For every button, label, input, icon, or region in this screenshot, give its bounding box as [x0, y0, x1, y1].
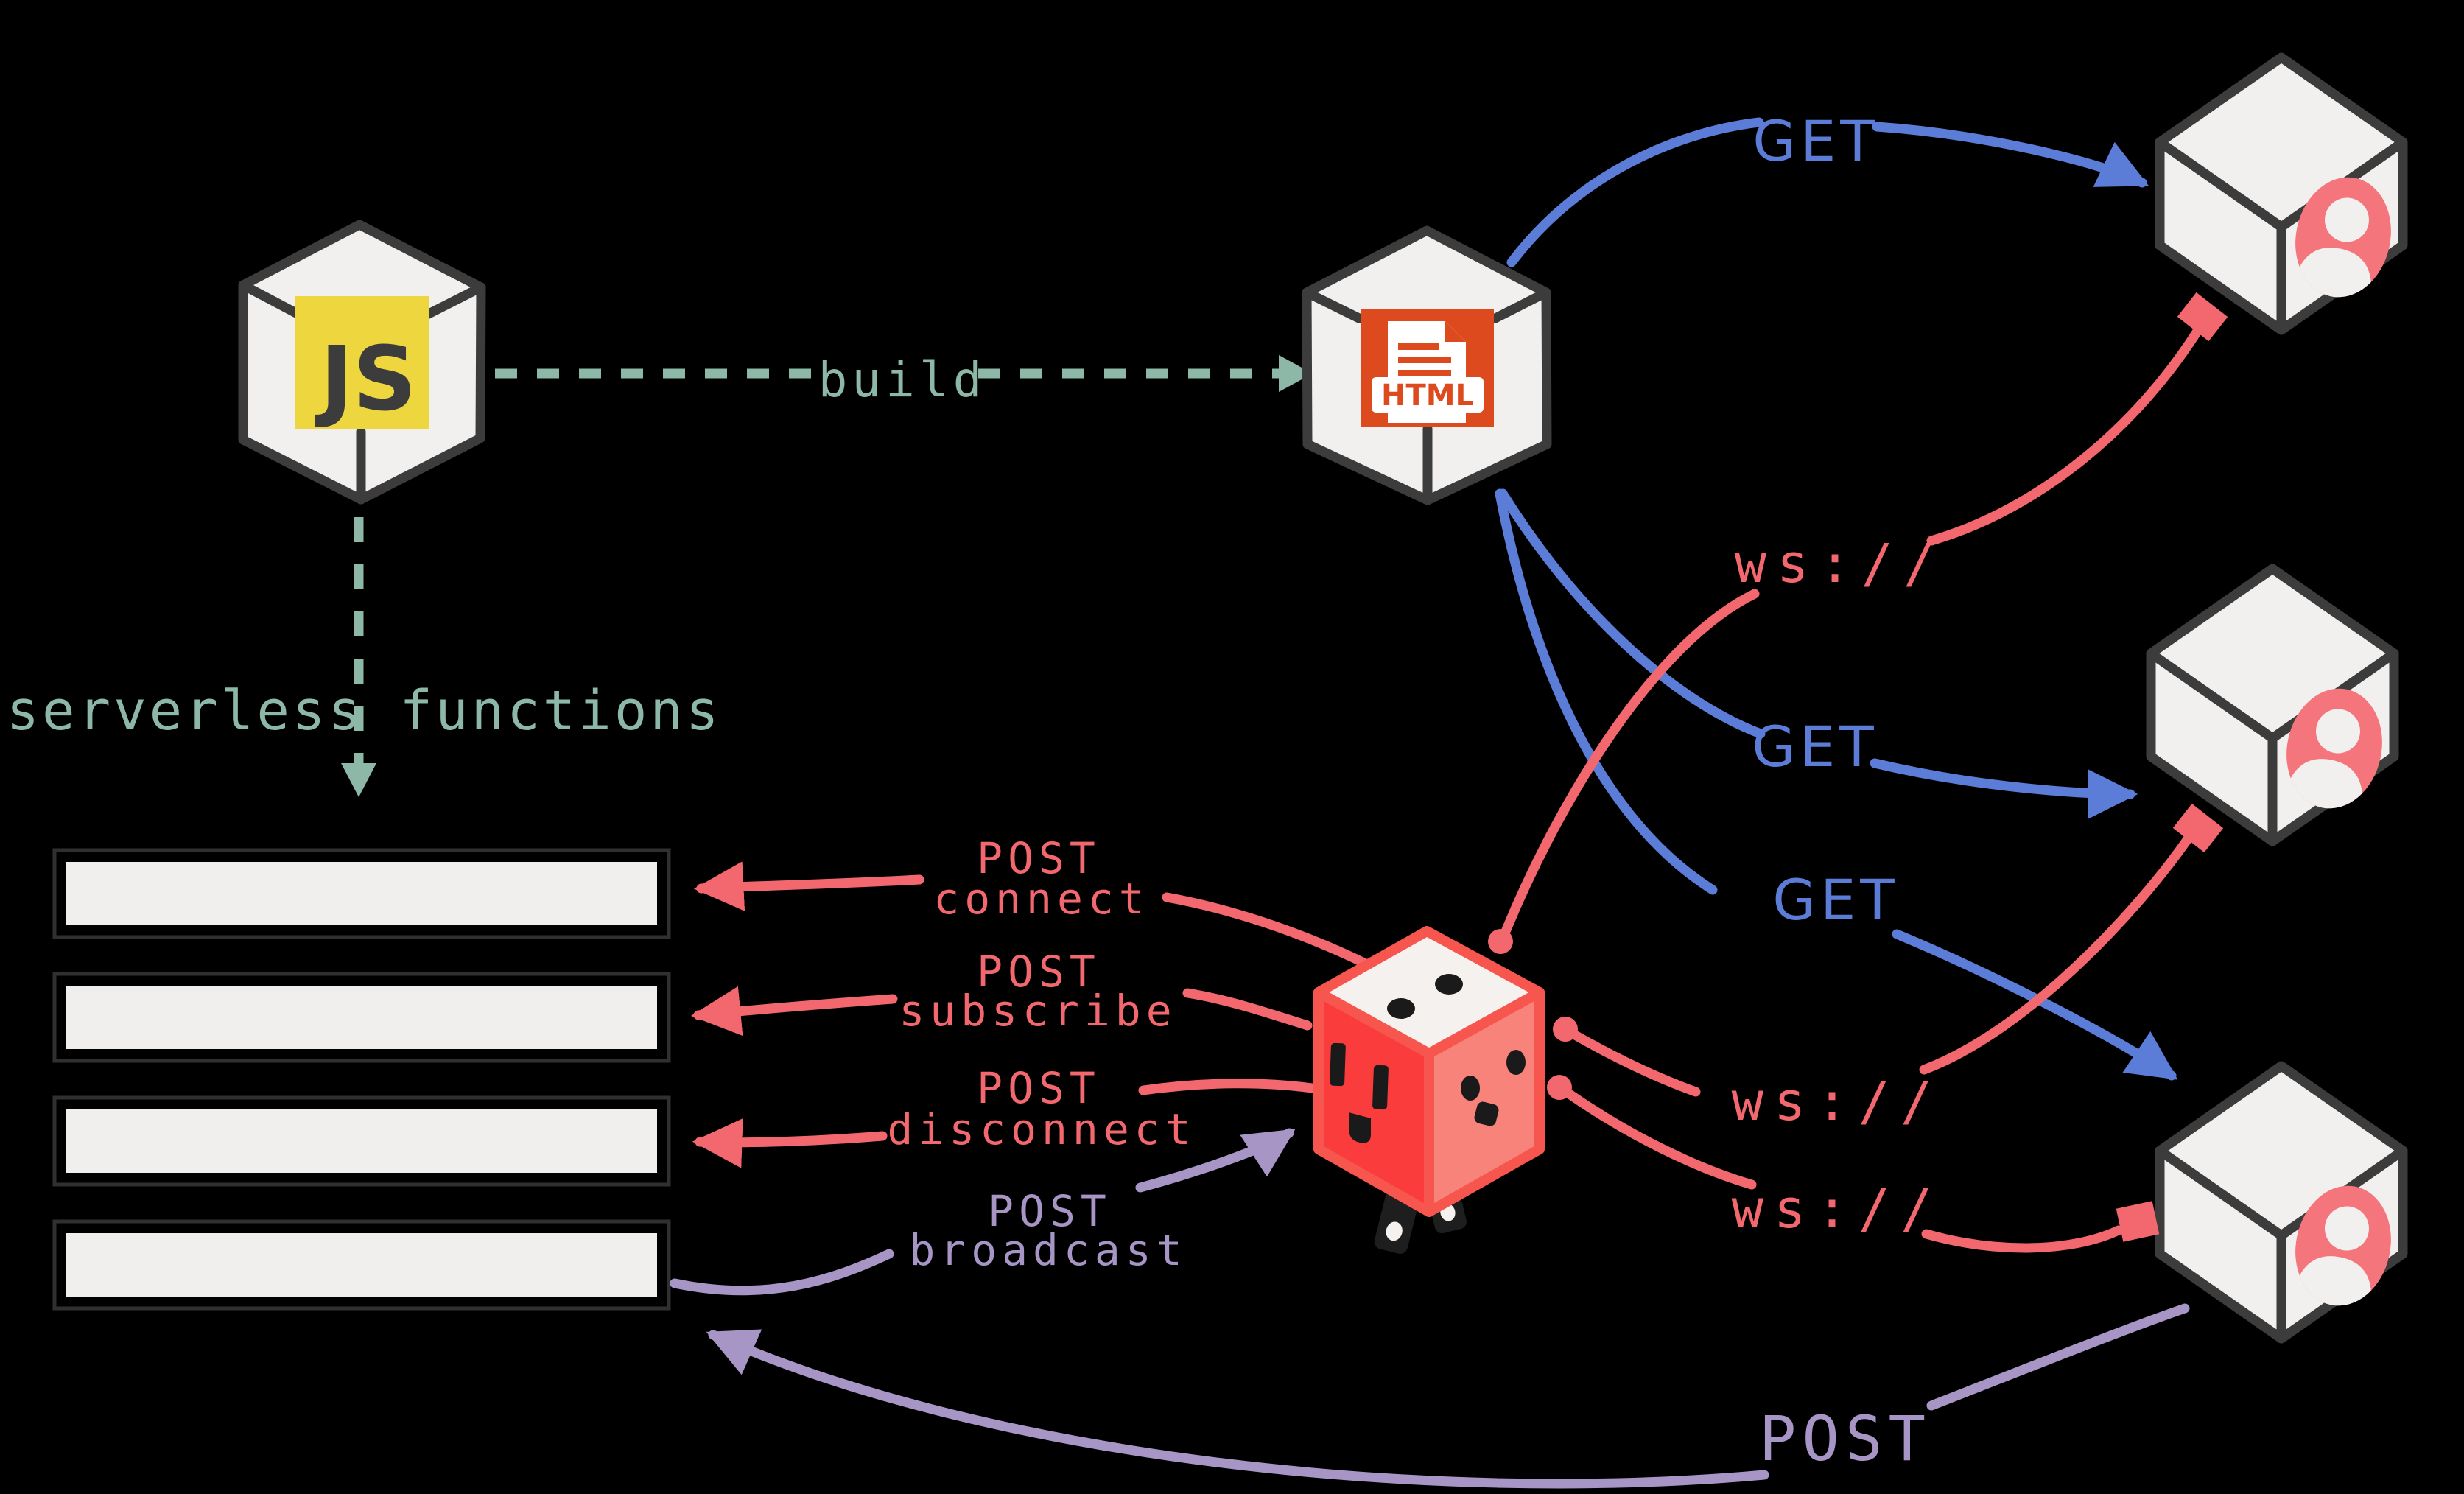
- serverless-function-bar: [52, 972, 671, 1063]
- post-bottom-arrow: [706, 1303, 2190, 1489]
- build-arrow: [495, 355, 1313, 392]
- html-logo-text: HTML: [1381, 379, 1474, 413]
- get-arrow-middle: [1498, 488, 2138, 819]
- ws-label-middle: ws://: [1732, 1070, 1943, 1132]
- get-label-top: GET: [1752, 108, 1878, 174]
- ws-connection-top: [1501, 325, 2203, 935]
- build-arrowhead-icon: [1279, 355, 1313, 392]
- get-arrow-top: [1506, 117, 2149, 267]
- post-connect-arrow: [693, 861, 1374, 970]
- js-logo-icon: JS: [295, 296, 429, 431]
- dice-dot: [1435, 974, 1463, 995]
- html-cube: HTML: [1302, 225, 1552, 505]
- ws-label-bottom: ws://: [1732, 1178, 1943, 1240]
- post-subscribe-label-line2: subscribe: [899, 986, 1176, 1036]
- ws-plug-point-bottom: [1547, 1075, 1572, 1100]
- post-disconnect-label-line2: disconnect: [887, 1104, 1196, 1154]
- serverless-functions-label: serverless functions: [6, 679, 721, 743]
- serverless-function-bar: [52, 1095, 671, 1187]
- socket-slots-icon: [1330, 1042, 1389, 1143]
- serverless-arrowhead-icon: [341, 763, 376, 797]
- serverless-function-bars: [52, 848, 671, 1311]
- ws-plug-point-top: [1488, 929, 1513, 954]
- ws-label-top: ws://: [1735, 533, 1946, 595]
- client-cube-top: [2160, 57, 2403, 342]
- post-disconnect-label-line1: POST: [977, 1063, 1101, 1113]
- ws-connection-middle: [1571, 832, 2194, 1097]
- dice-dot: [1387, 998, 1415, 1019]
- js-logo-text: JS: [315, 329, 416, 431]
- ws-plug-point-middle: [1553, 1017, 1578, 1042]
- serverless-function-bar: [52, 848, 671, 939]
- post-disconnect-arrow: [692, 1079, 1322, 1168]
- post-subscribe-arrow: [690, 986, 1313, 1037]
- post-connect-label-line1: POST: [977, 833, 1101, 883]
- post-broadcast-label-line2: broadcast: [909, 1225, 1187, 1275]
- serverless-arrow: [341, 517, 376, 797]
- ws-plug-icon: [2177, 292, 2228, 342]
- get-arrow-bottom: [1495, 488, 2178, 1081]
- post-connect-label-line2: connect: [933, 874, 1149, 924]
- post-broadcast-arrow: [670, 1128, 1296, 1296]
- ws-plug-icon: [2116, 1201, 2160, 1242]
- post-broadcast-label-line1: POST: [988, 1186, 1112, 1236]
- post-bottom-label: POST: [1759, 1403, 1931, 1475]
- get-label-middle: GET: [1752, 714, 1878, 779]
- dice-dots-right: [1461, 1050, 1526, 1126]
- ws-plug-icon: [2172, 803, 2224, 853]
- client-cube-middle: [2151, 569, 2394, 853]
- client-cube-bottom: [2116, 1066, 2403, 1339]
- build-label: build: [818, 351, 987, 408]
- post-subscribe-label-line1: POST: [977, 947, 1101, 997]
- ws-connection-bottom: [1565, 1090, 2124, 1253]
- partykit-server-dice: [1313, 926, 1545, 1254]
- html-file-icon: HTML: [1361, 309, 1494, 427]
- serverless-function-bar: [52, 1219, 671, 1311]
- get-label-bottom: GET: [1772, 867, 1898, 933]
- js-cube: JS: [238, 220, 486, 505]
